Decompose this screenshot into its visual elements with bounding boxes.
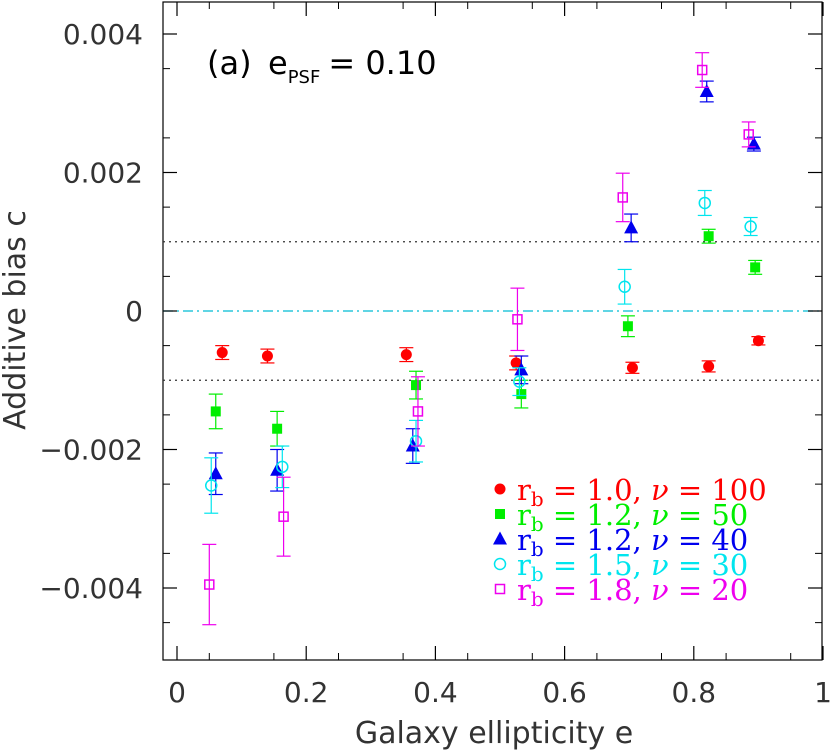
plot-frame xyxy=(162,1,823,661)
x-tick-label: 0.6 xyxy=(542,676,587,709)
data-point xyxy=(412,406,424,417)
data-point xyxy=(216,347,228,359)
data-point xyxy=(210,406,221,417)
legend-marker xyxy=(495,509,505,519)
panel-label: (a) xyxy=(207,44,252,82)
data-point xyxy=(276,460,289,474)
legend-entry: rb = 1.5, ν = 30 xyxy=(493,548,748,586)
data-point xyxy=(512,314,523,325)
data-point xyxy=(752,335,764,347)
y-tick-label: −0.004 xyxy=(39,572,143,605)
data-point xyxy=(699,83,714,97)
x-tick-label: 0 xyxy=(168,676,186,709)
data-point xyxy=(204,479,218,492)
data-point xyxy=(411,380,422,391)
data-point xyxy=(513,375,526,388)
series-open-circle xyxy=(204,189,758,514)
legend-label: rb = 1.2, ν = 50 xyxy=(517,498,748,536)
legend-entry: rb = 1.8, ν = 20 xyxy=(494,573,748,611)
data-point xyxy=(400,349,412,361)
y-tick-label: 0.002 xyxy=(63,157,143,190)
y-tick-label: −0.002 xyxy=(39,434,143,467)
data-point xyxy=(617,192,628,203)
y-tick-label: 0.004 xyxy=(63,18,143,51)
x-tick-label: 0.8 xyxy=(672,676,717,709)
psf-annotation: ePSF = 0.10 xyxy=(268,44,437,88)
y-tick-label: 0 xyxy=(125,295,143,328)
legend-marker xyxy=(494,583,506,595)
data-point xyxy=(208,466,223,480)
x-tick-label: 1 xyxy=(814,676,830,709)
series-filled-circle xyxy=(215,335,766,374)
psf-annotation-symbol: e xyxy=(268,44,288,82)
legend-entry: rb = 1.0, ν = 100 xyxy=(494,473,767,511)
x-tick-label: 0.4 xyxy=(413,676,458,709)
data-point xyxy=(698,196,712,210)
data-point xyxy=(696,64,708,76)
data-point xyxy=(750,262,761,273)
data-point xyxy=(624,220,639,234)
axis-ticks: 0 0.2 0.4 0.6 0.8 1 −0.004 −0.002 0 0.002 0.004 xyxy=(39,2,830,709)
legend-label: rb = 1.0, ν = 100 xyxy=(517,473,767,511)
x-tick-label: 0.2 xyxy=(284,676,329,709)
psf-annotation-value: = 0.10 xyxy=(328,44,436,82)
x-axis-label: Galaxy ellipticity e xyxy=(355,716,633,751)
data-point xyxy=(703,360,715,372)
legend-label: rb = 1.8, ν = 20 xyxy=(517,573,748,611)
data-point xyxy=(510,357,522,369)
legend-marker xyxy=(493,531,507,545)
data-point xyxy=(272,423,283,434)
series-filled-square xyxy=(208,228,763,447)
legend-label: rb = 1.5, ν = 30 xyxy=(517,548,748,586)
data-point xyxy=(743,129,754,140)
data-point xyxy=(744,220,757,233)
plot-border xyxy=(162,1,823,661)
data-point xyxy=(261,350,273,362)
legend-marker xyxy=(493,557,507,571)
data-point xyxy=(204,579,215,590)
data-point xyxy=(618,280,631,294)
data-series xyxy=(202,52,766,626)
legend-label: rb = 1.2, ν = 40 xyxy=(517,523,748,561)
data-point xyxy=(514,362,529,376)
data-point xyxy=(516,389,527,400)
data-point xyxy=(703,231,714,242)
y-axis-label: Additive bias c xyxy=(0,210,33,430)
legend-entry: rb = 1.2, ν = 50 xyxy=(495,498,748,536)
reference-lines xyxy=(163,241,822,381)
data-point xyxy=(409,434,423,448)
data-point xyxy=(278,511,289,522)
series-filled-triangle xyxy=(208,80,761,496)
data-point xyxy=(626,362,638,374)
legend-entry: rb = 1.2, ν = 40 xyxy=(493,523,748,561)
series-open-square xyxy=(202,52,756,626)
psf-annotation-subscript: PSF xyxy=(288,67,321,88)
legend-marker xyxy=(494,483,506,495)
data-point xyxy=(622,321,633,332)
